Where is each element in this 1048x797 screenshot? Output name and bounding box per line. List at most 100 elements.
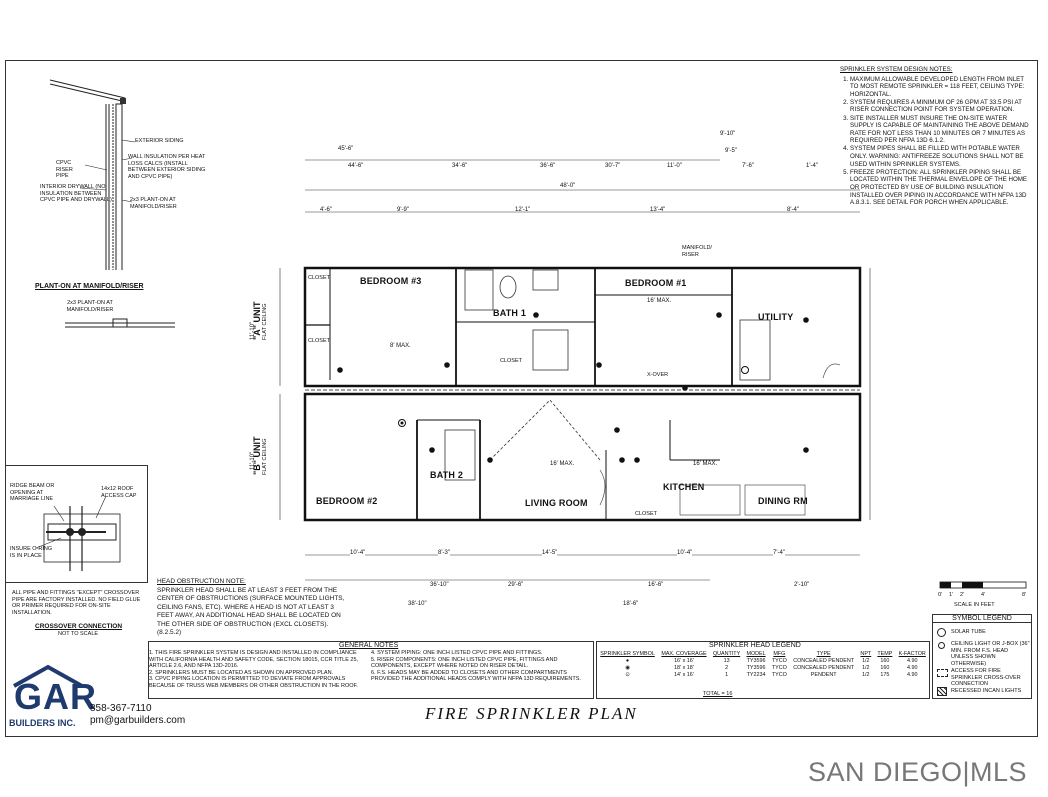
floor-plan: BEDROOM #3 BATH 1 BEDROOM #1 UTILITY BED… [250, 130, 890, 620]
riser-label-siding: EXTERIOR SIDING [135, 138, 184, 144]
dim-bottom-2: 14'-5" [542, 550, 558, 556]
sheet-title: FIRE SPRINKLER PLAN [425, 704, 638, 723]
general-notes-heading: GENERAL NOTES [339, 642, 399, 649]
dim-top-3: 36'-6" [540, 163, 556, 169]
design-note-3: SITE INSTALLER MUST INSURE THE ON-SITE W… [850, 115, 1030, 145]
label-x-over: X-OVER [647, 372, 669, 378]
solar-tube-icon [937, 628, 946, 637]
cell: 160 [880, 658, 890, 664]
riser-label-insulation: WALL INSULATION PER HEAT LOSS CALCS (INS… [128, 154, 206, 180]
label-closet-3: CLOSET [500, 358, 523, 364]
cell: 1/2 [862, 658, 870, 664]
scale-label: SCALE IN FEET [954, 602, 995, 608]
room-kitchen: KITCHEN [663, 482, 705, 492]
design-notes: SPRINKLER SYSTEM DESIGN NOTES: MAXIMUM A… [840, 66, 1030, 207]
scale-tick-1: 1' [949, 592, 954, 598]
dim-bottom-4: 7'-4" [773, 550, 785, 556]
crossover-detail-box: RIDGE BEAM OR OPENING AT MARRIAGE LINE 1… [5, 465, 148, 583]
col-model: MODEL [746, 651, 766, 657]
dim-top-4: 30'-7" [605, 163, 621, 169]
dim-mid-2: 12'-1" [515, 207, 531, 213]
label-closet-4: CLOSET [635, 511, 658, 517]
col-symbol: SPRINKLER SYMBOL [600, 651, 655, 657]
design-note-5: FREEZE PROTECTION: ALL SPRINKLER PIPING … [850, 169, 1030, 207]
symbol-legend-heading: SYMBOL LEGEND [933, 615, 1031, 623]
cell: CONCEALED PENDENT [793, 658, 855, 664]
unit-a-sub: FLAT CEILING [262, 303, 268, 340]
cell: TY3596 [746, 658, 766, 664]
col-kfactor: K-FACTOR [898, 651, 926, 657]
riser-detail-title: PLANT-ON AT MANIFOLD/RISER [35, 283, 144, 290]
cell: ⊙ [625, 672, 630, 678]
room-bedroom-3: BEDROOM #3 [360, 276, 422, 286]
symbol-ceiling-light: CEILING LIGHT OR J-BOX (36" MIN. FROM F.… [951, 641, 1030, 667]
cell: ◉ [625, 665, 630, 671]
col-mfg: MFG [773, 651, 786, 657]
general-note-6: 6. F.S. HEADS MAY BE ADDED TO CLOSETS AN… [371, 669, 581, 683]
company-sub: BUILDERS INC. [9, 718, 76, 728]
col-type: TYPE [816, 651, 831, 657]
cell: PENDENT [810, 672, 837, 678]
cell: 160 [880, 665, 890, 671]
dim-top-7: 7'-6" [742, 163, 754, 169]
scale-bar-graphic [939, 581, 1027, 589]
cell: 18' x 18' [674, 665, 694, 671]
crossover-note: ALL PIPE AND FITTINGS "EXCEPT" CROSSOVER… [12, 590, 141, 616]
cell: 1/2 [862, 665, 870, 671]
col-quantity: QUANTITY [712, 651, 741, 657]
head-obstruction-heading: HEAD OBSTRUCTION NOTE: [157, 578, 246, 585]
cell: ● [625, 658, 630, 664]
design-note-2: SYSTEM REQUIRES A MINIMUM OF 26 GPM AT 3… [850, 99, 1030, 114]
dim-top-8: 1'-4" [806, 163, 818, 169]
drawing-sheet [5, 60, 1038, 737]
cell: 4.90 [906, 658, 918, 664]
dim-lower-4: 38'-10" [408, 601, 427, 607]
mls-watermark: SAN DIEGO|MLS [808, 757, 1028, 787]
head-legend-table: SPRINKLER SYMBOL MAX. COVERAGE QUANTITY … [597, 651, 929, 679]
scale-tick-4: 8' [1022, 592, 1027, 598]
dim-side-b: 11'-10" [250, 451, 256, 470]
design-notes-heading: SPRINKLER SYSTEM DESIGN NOTES: [840, 66, 953, 73]
dim-side-a: 11'-10" [250, 321, 256, 340]
cell: 2 [725, 665, 729, 671]
general-note-4: 4. SYSTEM PIPING: ONE INCH LISTED CPVC P… [371, 650, 543, 656]
plant-on-plan-drawing [65, 318, 175, 328]
general-notes-box: GENERAL NOTES 1. THIS FIRE SPRINKLER SYS… [148, 641, 594, 699]
dim-mid-1: 9'-9" [397, 207, 409, 213]
general-note-3: 3. CPVC PIPING LOCATION IS PERMITTED TO … [149, 676, 358, 689]
col-npt: NPT [860, 651, 872, 657]
cell: TY2234 [746, 672, 766, 678]
symbol-legend-box: SYMBOL LEGEND SOLAR TUBE CEILING LIGHT O… [932, 614, 1032, 699]
scale-bar: 0' 1' 2' 4' 8' SCALE IN FEET [938, 580, 1030, 612]
access-icon [937, 669, 948, 677]
general-notes-left: 1. THIS FIRE SPRINKLER SYSTEM IS DESIGN … [149, 650, 364, 689]
scale-tick-0: 0' [938, 592, 943, 598]
head-legend-box: SPRINKLER HEAD LEGEND SPRINKLER SYMBOL M… [596, 641, 930, 699]
house-roof-icon [13, 664, 83, 688]
label-manifold-riser: MANIFOLD/ RISER [682, 245, 712, 258]
symbol-access: ACCESS FOR FIRE SPRINKLER CROSS-OVER CON… [951, 668, 1021, 687]
riser-detail-drawing [49, 79, 136, 270]
dim-bottom-1: 8'-3" [438, 550, 450, 556]
cell: TY3596 [746, 665, 766, 671]
room-dining: DINING RM [758, 496, 808, 506]
head-legend-total: TOTAL = 16 [703, 691, 733, 697]
max-label-2: 16' MAX. [693, 461, 718, 467]
room-bath-1: BATH 1 [493, 308, 527, 318]
symbol-recessed: RECESSED INCAN LIGHTS [951, 688, 1022, 694]
ceiling-light-icon [938, 642, 945, 649]
dim-top-6: 9'-10" [720, 131, 736, 137]
dim-bottom-3: 10'-4" [677, 550, 693, 556]
room-bath-2: BATH 2 [430, 470, 464, 480]
riser-detail: EXTERIOR SIDING WALL INSULATION PER HEAT… [10, 70, 205, 340]
floor-plan-drawing [279, 159, 871, 581]
cell: CONCEALED PENDENT [793, 665, 855, 671]
crossover-title: CROSSOVER CONNECTION [35, 623, 123, 630]
company-name: GAR [14, 676, 97, 717]
dim-lower-2: 16'-6" [648, 582, 664, 588]
symbol-solar-tube: SOLAR TUBE [951, 629, 986, 635]
plan-label-plant-on: 2x3 PLANT-ON AT MANIFOLD/RISER [66, 300, 114, 313]
dim-mid-3: 13'-4" [650, 207, 666, 213]
